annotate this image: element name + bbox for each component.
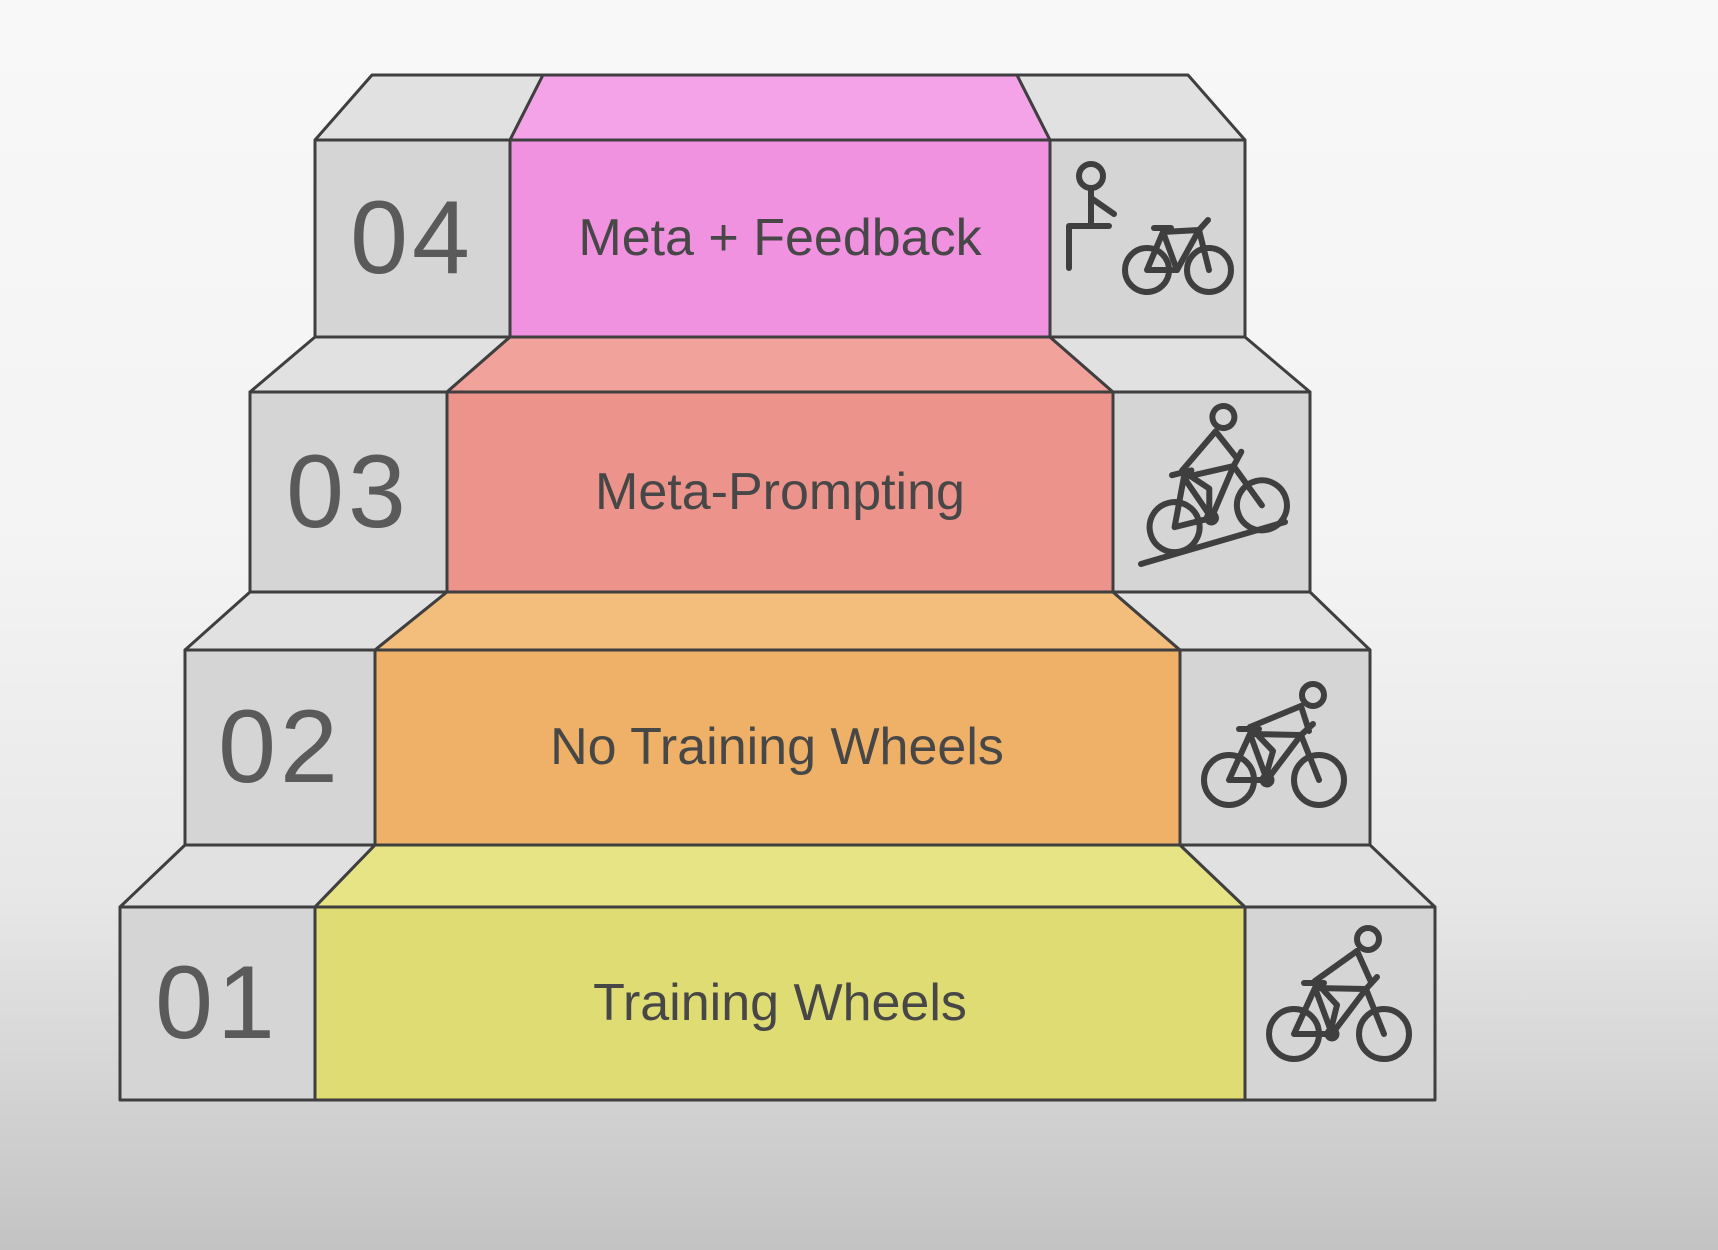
step-4: 04 Meta + Feedback bbox=[313, 73, 1247, 339]
step-3-label: Meta-Prompting bbox=[595, 463, 965, 521]
step-2-icon-box bbox=[1178, 648, 1372, 847]
step-1: 01 Training Wheels bbox=[118, 843, 1437, 1102]
step-1-top-center-face bbox=[313, 843, 1247, 909]
step-4-top-right-face bbox=[1015, 73, 1247, 142]
step-2-label: No Training Wheels bbox=[550, 718, 1004, 776]
step-2-number: 02 bbox=[218, 689, 342, 805]
cyclist-riding-icon bbox=[1266, 925, 1412, 1062]
person-with-bicycle-icon bbox=[1066, 161, 1234, 295]
step-1-icon-box bbox=[1243, 905, 1437, 1102]
step-4-number: 04 bbox=[350, 180, 474, 296]
step-2-top-center-face bbox=[373, 590, 1182, 652]
cyclist-racing-icon bbox=[1201, 681, 1347, 808]
step-4-label: Meta + Feedback bbox=[578, 209, 982, 267]
step-4-top-left-face bbox=[313, 73, 545, 142]
step-1-label: Training Wheels bbox=[593, 974, 967, 1032]
step-3: 03 Meta-Prompting bbox=[248, 335, 1312, 594]
step-4-top-center-face bbox=[508, 73, 1052, 142]
step-2: 02 No Training Wheels bbox=[183, 590, 1372, 847]
step-3-top-center-face bbox=[445, 335, 1115, 394]
step-3-number: 03 bbox=[286, 434, 410, 550]
step-1-number: 01 bbox=[155, 945, 279, 1061]
cyclist-climbing-icon bbox=[1138, 403, 1290, 567]
